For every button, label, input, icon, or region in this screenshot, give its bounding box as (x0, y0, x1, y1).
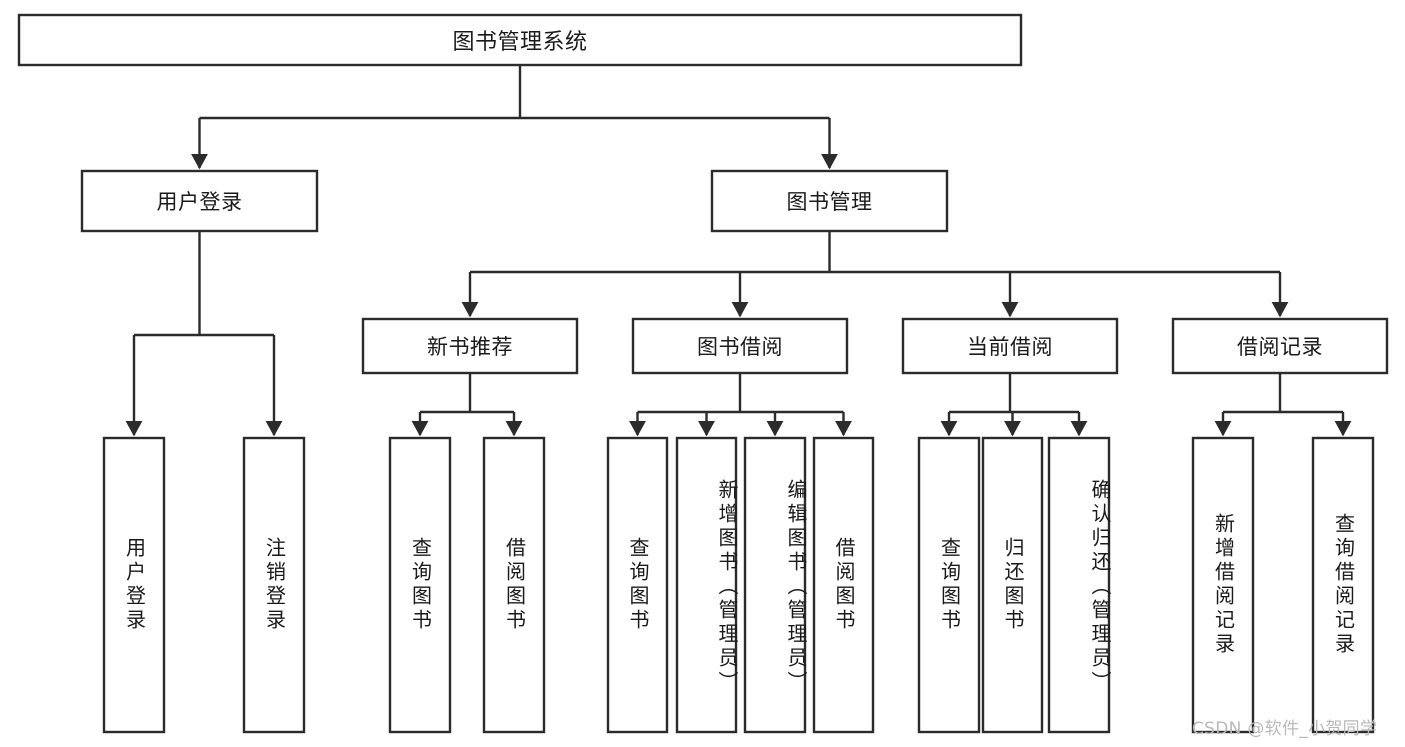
node-box-level3-0 (361, 317, 579, 375)
leaf-box-3 (482, 436, 546, 734)
node-box-level2-0 (80, 169, 319, 233)
node-boxes (17, 13, 1389, 734)
leaf-box-10 (1047, 436, 1111, 734)
leaf-box-2 (388, 436, 452, 734)
leaf-box-12 (1311, 436, 1375, 734)
leaf-box-0 (102, 436, 166, 734)
node-box-root (17, 13, 1023, 67)
leaf-box-9 (981, 436, 1044, 734)
watermark: CSDN @软件_小贺同学 (1192, 719, 1378, 739)
node-box-level2-1 (710, 169, 949, 233)
leaf-box-8 (917, 436, 981, 734)
leaf-box-6 (743, 436, 807, 734)
node-box-level3-1 (631, 317, 849, 375)
leaf-box-7 (812, 436, 875, 734)
leaf-box-5 (675, 436, 738, 734)
node-links (125, 66, 1352, 437)
leaf-box-4 (606, 436, 669, 734)
leaf-box-1 (242, 436, 306, 734)
node-box-level3-3 (1171, 317, 1389, 375)
leaf-box-11 (1191, 436, 1255, 734)
node-box-level3-2 (901, 317, 1119, 375)
